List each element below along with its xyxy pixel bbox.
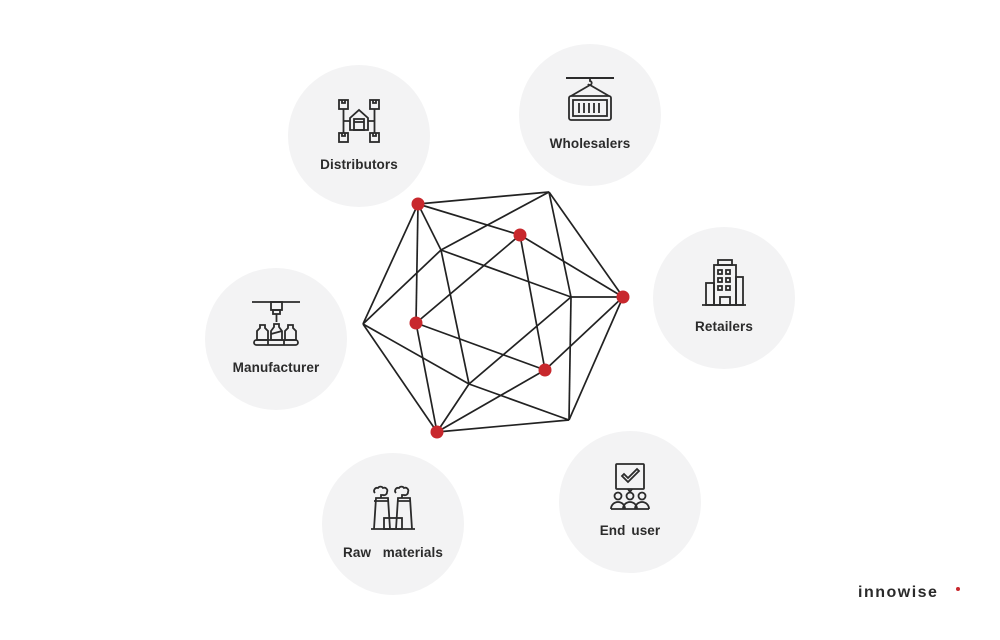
logo-accent-dot <box>956 587 960 591</box>
graph-edge <box>415 322 438 433</box>
raw-materials-node: Raw materials <box>322 453 464 595</box>
manufacturer-label: Manufacturer <box>232 359 320 375</box>
graph-edge <box>362 203 419 325</box>
graph-edge <box>440 249 470 385</box>
production-line-icon <box>252 300 300 346</box>
graph-node <box>409 316 423 330</box>
graph-edge <box>415 322 546 371</box>
graph-edge <box>362 249 442 325</box>
graph-edge <box>415 203 419 324</box>
graph-node <box>616 290 630 304</box>
manufacturer-node: Manufacturer <box>205 268 347 410</box>
graph-edge <box>468 296 572 385</box>
distributors-label: Distributors <box>320 156 398 172</box>
approved-users-icon <box>610 462 650 510</box>
graph-edge <box>519 234 624 298</box>
end-user-node: End user <box>559 431 701 573</box>
graph-node <box>513 228 527 242</box>
graph-edge <box>544 296 624 371</box>
graph-edge <box>415 234 521 324</box>
graph-node <box>538 363 552 377</box>
warehouse-network-icon <box>338 98 380 143</box>
end-user-label: End user <box>599 522 661 538</box>
raw-materials-label: Raw materials <box>343 544 443 560</box>
graph-edge <box>436 369 546 433</box>
graph-edge <box>362 323 470 385</box>
graph-edge <box>568 296 572 421</box>
graph-node <box>430 425 444 439</box>
retailers-node: Retailers <box>653 227 795 369</box>
graph-edge <box>548 191 624 298</box>
graph-edge <box>417 191 550 205</box>
graph-edge <box>468 383 570 421</box>
graph-edge <box>519 234 546 371</box>
wholesalers-label: Wholesalers <box>549 135 631 151</box>
graph-edge <box>440 191 550 251</box>
graph-edge <box>568 296 624 421</box>
wholesalers-node: Wholesalers <box>519 44 661 186</box>
graph-edge <box>548 191 572 298</box>
graph-node <box>411 197 425 211</box>
office-building-icon <box>702 258 746 306</box>
factory-chimneys-icon <box>371 485 415 530</box>
graph-edge <box>436 419 570 433</box>
retailers-label: Retailers <box>695 318 753 334</box>
graph-edge <box>417 203 521 236</box>
graph-edge <box>417 203 442 251</box>
cargo-container-icon <box>566 76 614 121</box>
graph-edge <box>362 323 438 433</box>
innowise-logo: innowise <box>858 584 939 601</box>
graph-edge <box>440 249 572 298</box>
graph-edge <box>436 383 470 433</box>
distributors-node: Distributors <box>288 65 430 207</box>
